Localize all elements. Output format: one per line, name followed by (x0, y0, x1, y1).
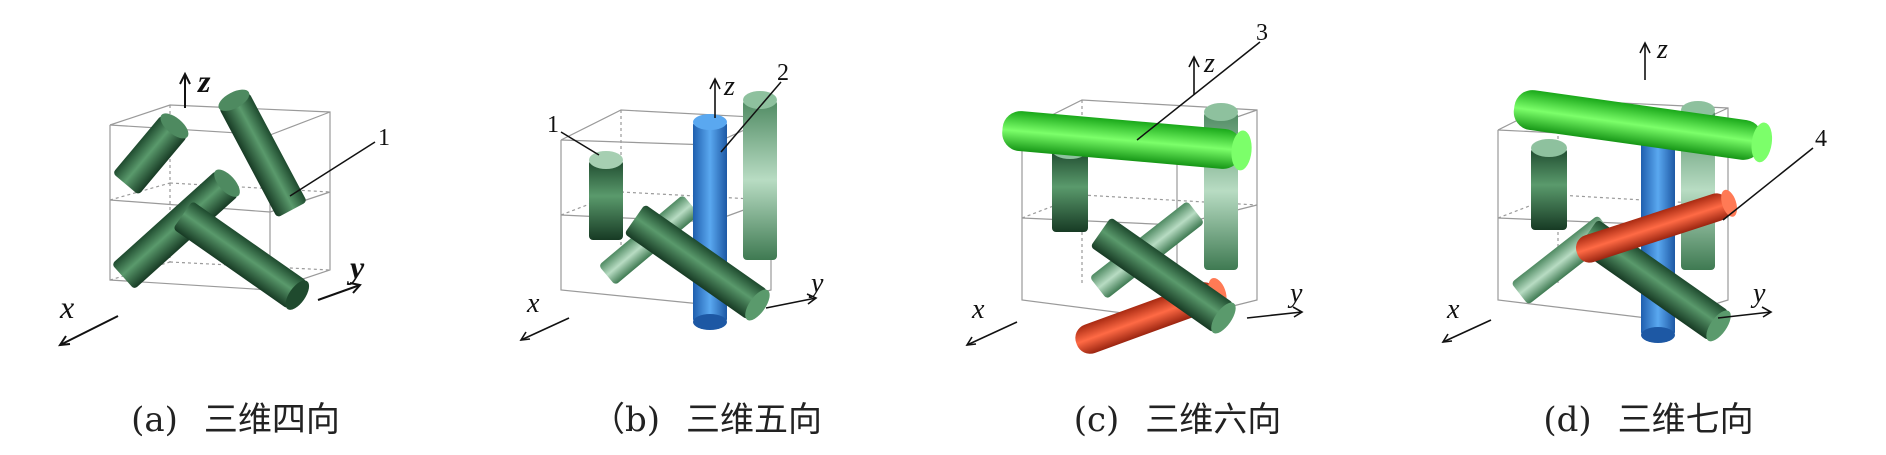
yarn-rods (1512, 90, 1773, 343)
diagram-3d-six-direction: z x y 3 (965, 20, 1304, 354)
yarn-rod-dark-right (743, 91, 777, 260)
yarn-rod-dark-left (589, 151, 623, 240)
panel-c: z x y 3 (c) 三维六向 (942, 0, 1413, 455)
coordinate-axes (57, 71, 362, 347)
caption-label: (a) (131, 400, 178, 440)
yarn-rods (589, 91, 777, 330)
caption-a: (a) 三维四向 (0, 392, 471, 441)
callout-label-4: 4 (1815, 126, 1827, 152)
caption-title: 三维七向 (1617, 400, 1754, 440)
caption-c: (c) 三维六向 (942, 392, 1413, 441)
axis-label-y: y (346, 249, 365, 285)
axis-label-x: x (971, 294, 985, 325)
yarn-rods (113, 89, 310, 310)
callout-leader-4 (1722, 147, 1814, 221)
caption-label: (d) (1543, 400, 1592, 440)
callout-label-1: 1 (378, 125, 390, 151)
panel-b: z x y 1 2 （b) 三维五向 (471, 0, 942, 455)
caption-d: (d) 三维七向 (1413, 392, 1884, 441)
caption-title: 三维六向 (1145, 400, 1282, 440)
panel-d: z x y 4 (d) 三维七向 (1413, 0, 1884, 455)
coordinate-axes (965, 55, 1304, 346)
yarn-rod-diag-front (625, 205, 770, 321)
caption-label: （b) (590, 400, 661, 440)
callout-leader-1 (560, 131, 600, 156)
axis-label-z: z (197, 63, 211, 99)
yarn-rod-bright-green (1513, 90, 1773, 163)
callout-label-2: 2 (777, 60, 789, 86)
axis-label-z: z (1203, 48, 1215, 79)
caption-title: 三维五向 (686, 400, 823, 440)
axis-label-z: z (723, 71, 735, 102)
caption-title: 三维四向 (203, 400, 340, 440)
axis-label-x: x (59, 289, 74, 325)
yarn-rod-diag-1 (114, 113, 189, 194)
callout-leader-3 (1136, 41, 1261, 141)
callout-leader-2 (720, 81, 782, 153)
yarn-rods (1002, 103, 1252, 354)
yarn-rod-diag-front (1091, 218, 1236, 334)
yarn-rod-diag-2 (218, 89, 306, 217)
axis-label-z: z (1656, 34, 1668, 65)
callout-label-3: 3 (1256, 20, 1268, 46)
caption-b: （b) 三维五向 (471, 392, 942, 441)
diagram-3d-four-direction: z x y 1 (57, 63, 390, 347)
yarn-rod-diag-4 (174, 202, 310, 310)
yarn-rod-bright-green (1002, 111, 1252, 171)
panel-a: z x y 1 (a) 三维四向 (0, 0, 471, 455)
diagram-3d-five-direction: z x y 1 2 (519, 60, 824, 341)
axis-label-x: x (526, 288, 540, 319)
axis-label-y: y (1750, 278, 1766, 309)
caption-label: (c) (1073, 400, 1120, 440)
coordinate-axes (1441, 41, 1773, 343)
axis-label-x: x (1446, 294, 1460, 325)
diagram-3d-seven-direction: z x y 4 (1441, 34, 1827, 343)
axis-label-y: y (808, 268, 824, 299)
callout-leader-1 (289, 141, 376, 197)
yarn-rod-red (1575, 189, 1738, 263)
coordinate-axes (519, 77, 818, 341)
axis-label-y: y (1287, 278, 1303, 309)
callout-label-1: 1 (547, 112, 559, 138)
yarn-rod-dark-left (1531, 139, 1567, 230)
yarn-rod-diag-3 (113, 169, 240, 288)
